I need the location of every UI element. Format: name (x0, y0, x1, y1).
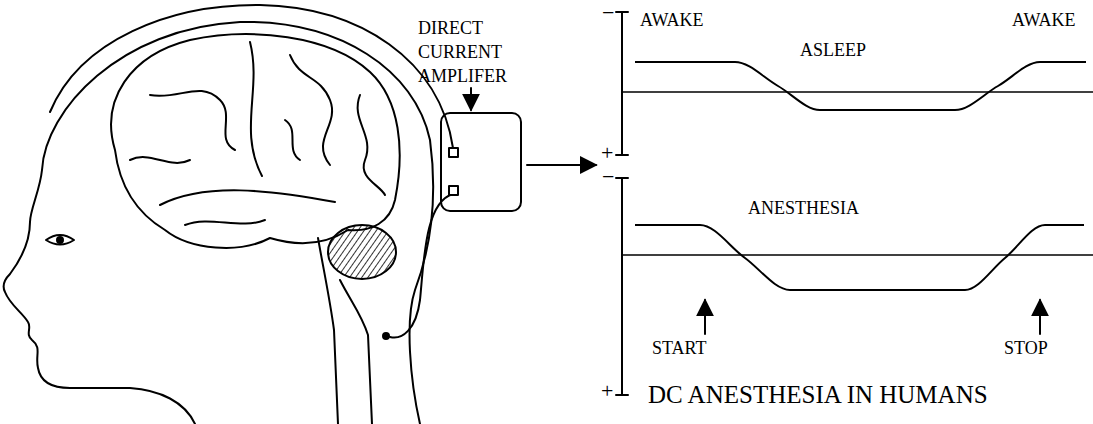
brain-fold (358, 95, 385, 195)
electrode (383, 333, 389, 339)
state-label: AWAKE (1012, 10, 1076, 32)
state-label: ANESTHESIA (748, 198, 859, 220)
brain-fold (250, 42, 262, 176)
axis-tick (616, 394, 628, 396)
electrode-wire (390, 194, 453, 338)
brain-outline (111, 34, 400, 248)
event-label: STOP (1004, 338, 1048, 360)
state-label: AWAKE (640, 10, 704, 32)
pupil (57, 237, 63, 243)
brain-fold (130, 157, 190, 163)
brainstem (340, 280, 372, 424)
terminal (449, 186, 458, 195)
amplifier-label: DIRECT CURRENT AMPLIFER (418, 16, 507, 88)
axis-sign: + (601, 380, 613, 402)
brain-fold (150, 91, 235, 150)
electrode-wire (50, 5, 453, 148)
brainstem (318, 238, 338, 424)
event-label: START (652, 338, 706, 360)
leader-arrow (470, 88, 472, 110)
marker-arrow (704, 300, 706, 334)
axis (621, 178, 623, 395)
baseline (622, 91, 1093, 93)
terminal (449, 148, 458, 157)
axis-tick (616, 177, 628, 179)
baseline (622, 254, 1093, 256)
axis-sign: − (602, 2, 614, 24)
signal-trace (635, 62, 1086, 110)
brain-fold (285, 120, 300, 160)
brain-fold (185, 220, 265, 225)
axis-tick (616, 11, 628, 13)
brain-fold (160, 190, 335, 205)
brain-fold (290, 55, 332, 165)
amplifier-box: DIRECT CURRENT AMPLIFER (440, 112, 522, 212)
signal-trace (635, 225, 1084, 290)
axis-tick (616, 154, 628, 156)
axis-sign: − (602, 166, 614, 188)
cerebellum (328, 225, 396, 279)
diagram-title: DC ANESTHESIA IN HUMANS (648, 380, 988, 410)
marker-arrow (1039, 300, 1041, 334)
axis (621, 12, 623, 155)
axis-sign: + (601, 142, 613, 164)
output-arrow (527, 164, 596, 166)
state-label: ASLEEP (800, 40, 866, 62)
eye (46, 235, 74, 245)
